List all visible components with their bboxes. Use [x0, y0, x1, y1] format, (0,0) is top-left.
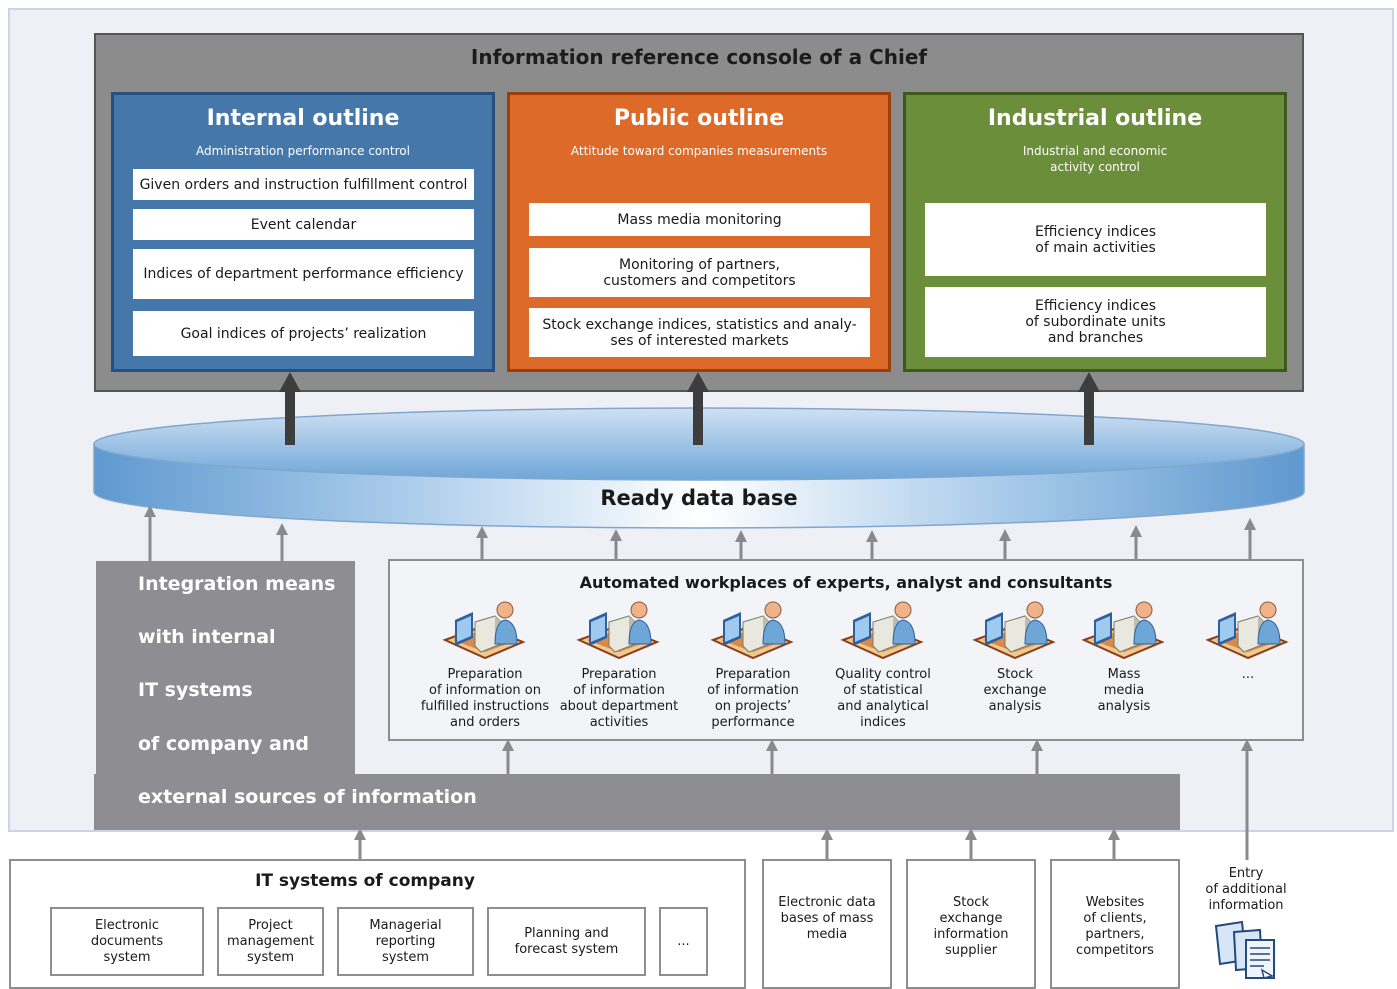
workstation-icon [442, 601, 526, 660]
it-system-managerial-reporting: Managerial reporting system [337, 907, 474, 976]
workstation-icon [972, 601, 1056, 660]
industrial-item-subordinate-units: Efficiency indices of subordinate units … [925, 287, 1266, 357]
integration-line-3: IT systems [138, 679, 253, 701]
ready-database-label: Ready data base [600, 486, 798, 510]
ws-stock-exchange-label: Stock exchange analysis [983, 667, 1047, 714]
it-systems-title: IT systems of company [255, 871, 475, 891]
internal-item-department-efficiency: Indices of department performance effici… [133, 249, 474, 299]
source-mass-media-databases: Electronic data bases of mass media [762, 859, 892, 989]
public-item-stock-indices: Stock exchange indices, statistics and a… [529, 308, 870, 357]
it-system-electronic-documents: Electronic documents system [50, 907, 204, 976]
integration-line-5: external sources of information [138, 786, 477, 808]
integration-bar [94, 774, 1180, 830]
internal-outline-subtitle: Administration performance control [196, 144, 410, 158]
ws-quality-control-label: Quality control of statistical and analy… [835, 667, 931, 730]
it-system-planning-forecast: Planning and forecast system [487, 907, 646, 976]
inputs-to-database-arrows [144, 505, 1256, 561]
public-item-mass-media: Mass media monitoring [529, 203, 870, 236]
workplaces-title: Automated workplaces of experts, analyst… [579, 573, 1113, 592]
internal-item-orders-control: Given orders and instruction fulfillment… [133, 169, 474, 200]
ws-prep-instructions-label: Preparation of information on fulfilled … [420, 667, 550, 730]
workstation-icon [1081, 601, 1165, 660]
it-system-more: ... [659, 907, 708, 976]
sources-to-integration-arrows [354, 739, 1253, 860]
database-to-outline-arrows [279, 372, 1100, 445]
integration-line-4: of company and [138, 733, 309, 755]
integration-line-1: Integration means [138, 573, 336, 595]
integration-to-workplaces-arrows [502, 739, 1043, 775]
source-stock-exchange-supplier: Stock exchange information supplier [906, 859, 1036, 989]
integration-block [96, 561, 355, 781]
industrial-item-main-activities: Efficiency indices of main activities [925, 203, 1266, 276]
public-outline-subtitle: Attitude toward companies measurements [570, 144, 828, 158]
it-system-project-management: Project management system [217, 907, 324, 976]
public-outline-title: Public outline [613, 106, 785, 131]
ws-more-label: ... [1241, 667, 1255, 682]
ws-prep-projects-label: Preparation of information on projects’ … [707, 667, 799, 730]
industrial-outline-subtitle: Industrial and economic activity control [1022, 144, 1168, 174]
internal-item-project-goals: Goal indices of projects’ realization [133, 311, 474, 356]
workstation-icon [840, 601, 924, 660]
source-websites: Websites of clients, partners, competito… [1050, 859, 1180, 989]
workstation-icon [1205, 601, 1289, 660]
integration-line-2: with internal [138, 626, 276, 648]
internal-item-event-calendar: Event calendar [133, 209, 474, 240]
ws-prep-department-label: Preparation of information about departm… [559, 667, 679, 730]
workstation-icon [710, 601, 794, 660]
console-title: Information reference console of a Chief [470, 45, 928, 69]
workplaces-panel [388, 559, 1304, 741]
industrial-outline-title: Industrial outline [987, 106, 1203, 131]
ws-mass-media-label: Mass media analysis [1097, 667, 1151, 714]
entry-label: Entry of additional information [1205, 866, 1287, 913]
public-item-partners-monitoring: Monitoring of partners, customers and co… [529, 248, 870, 297]
workstation-icon [576, 601, 660, 660]
internal-outline-title: Internal outline [206, 106, 400, 131]
documents-icon [1214, 920, 1275, 979]
